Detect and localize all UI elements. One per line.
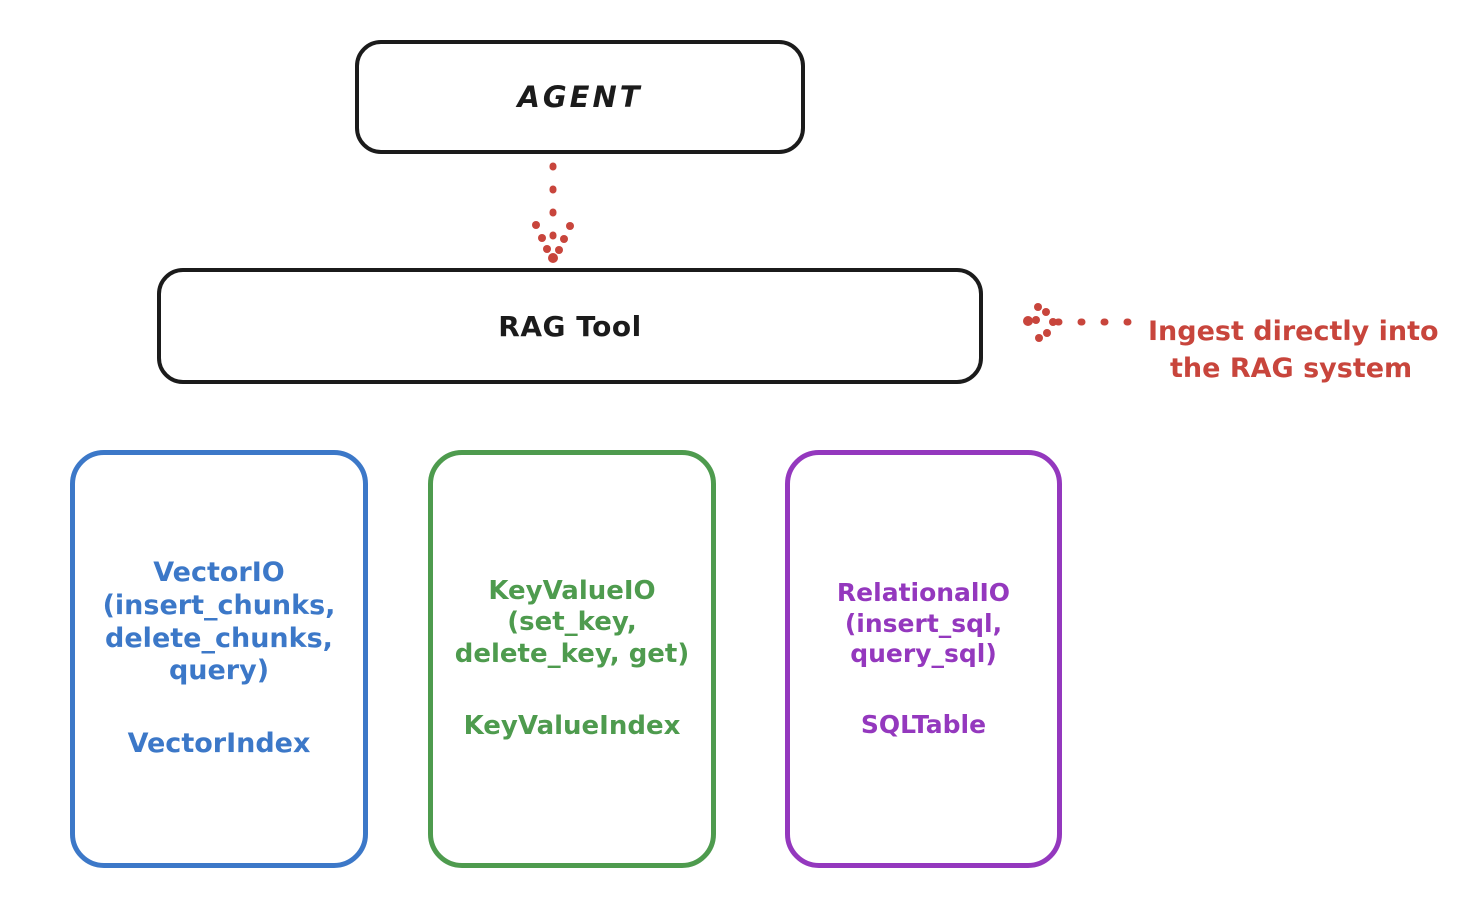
annotation-line-1: Ingest directly into [1148, 316, 1439, 348]
node-key-value-io-subtitle: KeyValueIndex [463, 710, 681, 741]
node-rag-tool-label: RAG Tool [498, 309, 642, 343]
node-key-value-io-title: KeyValueIO (set_key, delete_key, get) [454, 575, 690, 669]
node-relational-io[interactable]: RelationalIO (insert_sql, query_sql) SQL… [785, 450, 1062, 868]
annotation-ingest-directly: Ingest directly into the RAG system [1148, 278, 1478, 424]
node-rag-tool[interactable]: RAG Tool [157, 268, 983, 384]
node-key-value-io[interactable]: KeyValueIO (set_key, delete_key, get) Ke… [428, 450, 716, 868]
node-vector-io-title: VectorIO (insert_chunks, delete_chunks, … [102, 556, 336, 687]
node-agent[interactable]: AGENT [355, 40, 805, 154]
connector-agent-to-rag-tool [532, 162, 574, 263]
node-relational-io-title: RelationalIO (insert_sql, query_sql) [836, 578, 1011, 668]
node-vector-io[interactable]: VectorIO (insert_chunks, delete_chunks, … [70, 450, 368, 868]
node-agent-label: AGENT [517, 80, 643, 114]
annotation-line-2: the RAG system [1170, 352, 1413, 384]
node-relational-io-subtitle: SQLTable [860, 709, 987, 739]
connector-annotation-to-rag-tool [1023, 303, 1132, 342]
node-vector-io-subtitle: VectorIndex [127, 728, 311, 760]
